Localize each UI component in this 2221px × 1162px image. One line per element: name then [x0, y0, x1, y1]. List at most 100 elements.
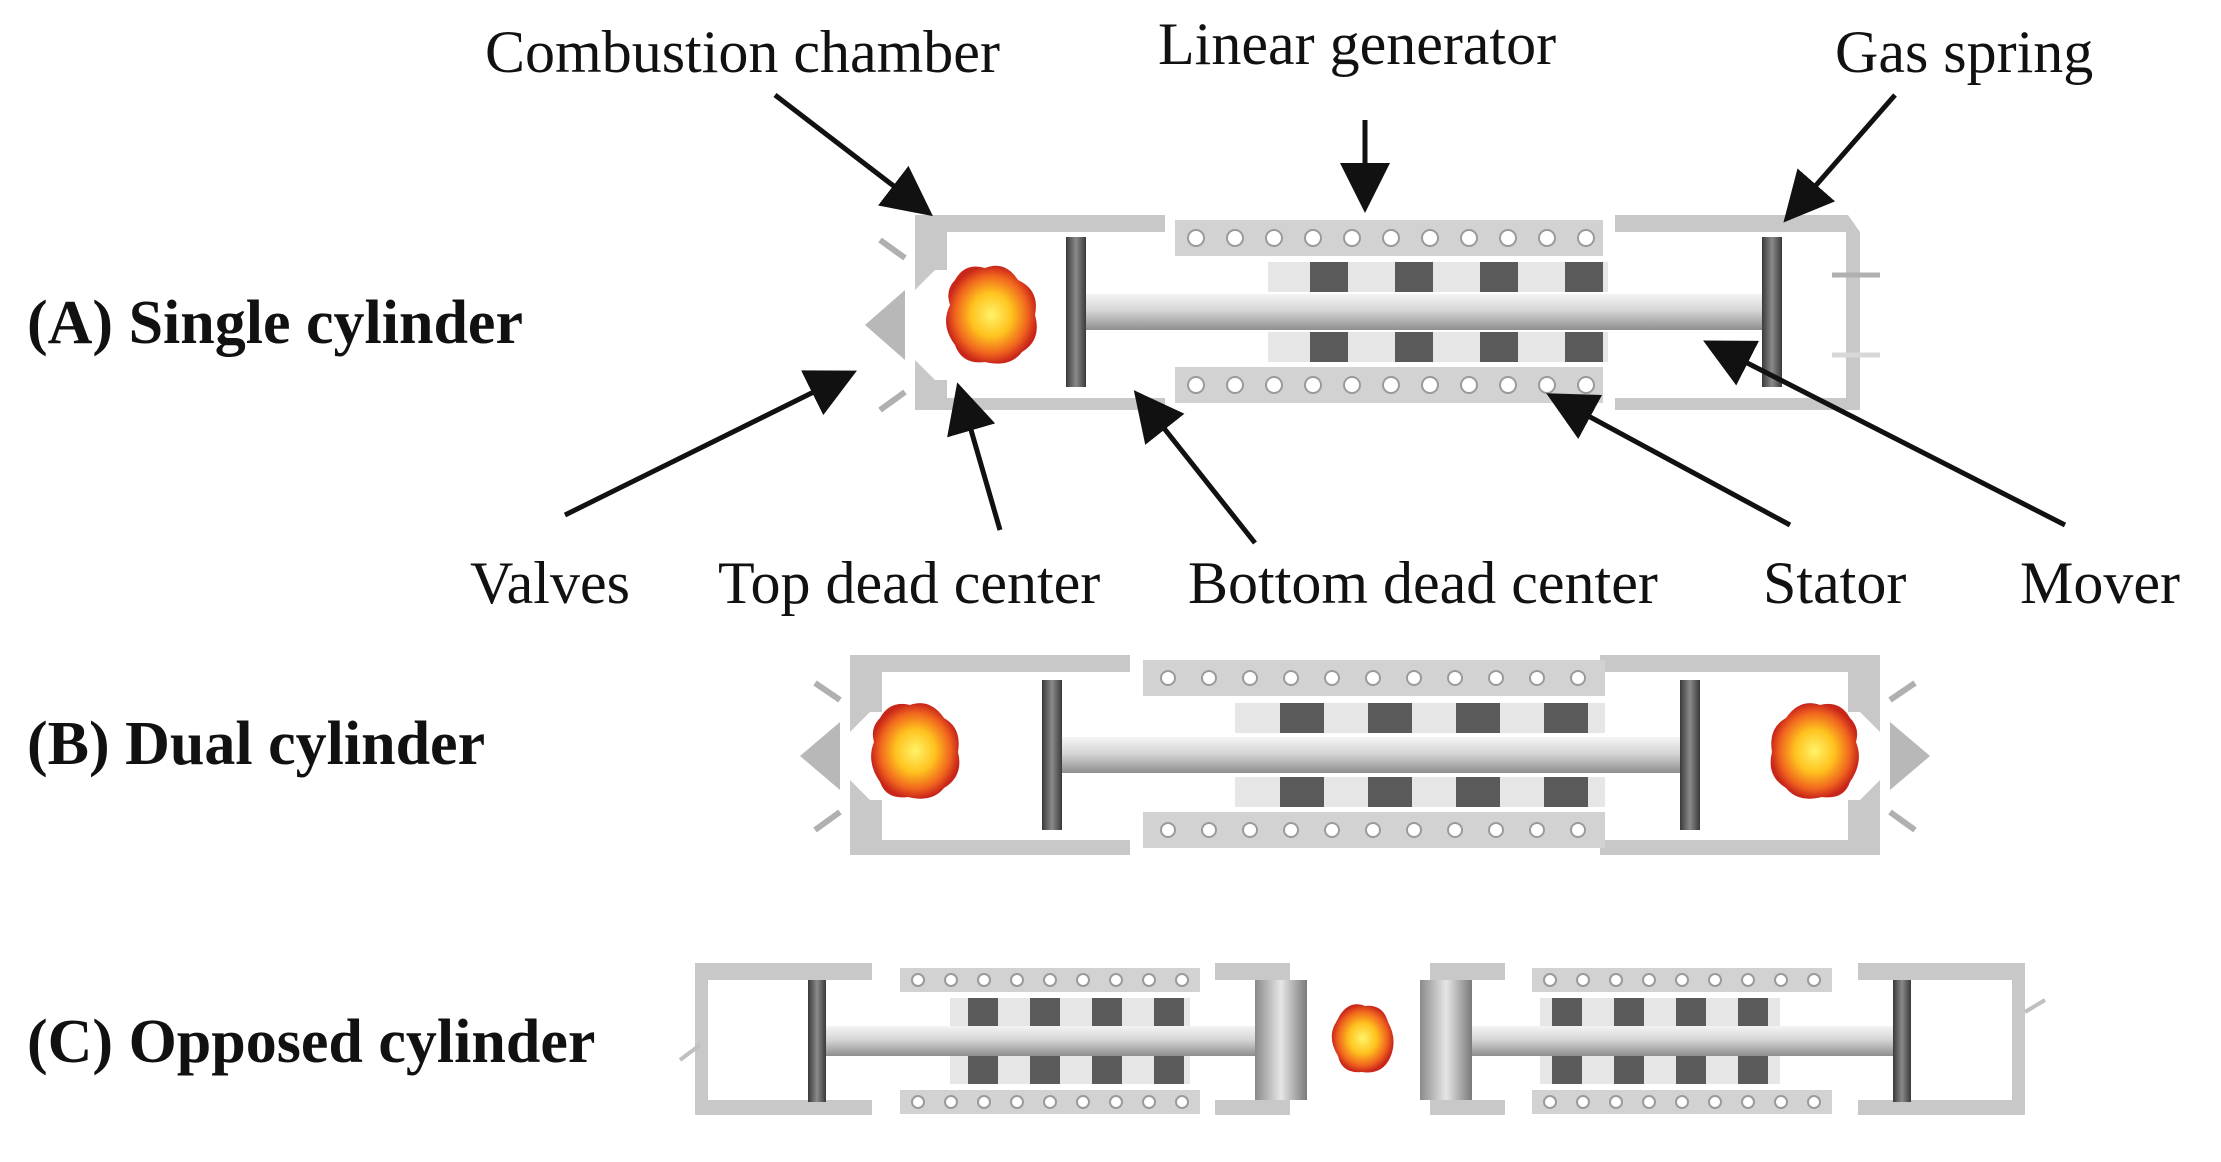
stator-winding [1774, 973, 1788, 987]
magnet-block [968, 1056, 998, 1084]
mover-rod [1086, 294, 1772, 330]
bottom-dead-center-label: Bottom dead center [1188, 550, 1658, 616]
magnet-block [1310, 332, 1348, 362]
stator-winding [1421, 229, 1439, 247]
stator-winding [1304, 376, 1322, 394]
top-dead-center-arrow [947, 382, 1003, 531]
stator-winding [1076, 1095, 1090, 1109]
combustion-chamber-arrow [773, 93, 933, 217]
stator-winding [1043, 973, 1057, 987]
combustion-chamber-housing [935, 215, 1165, 270]
opposed-cylinder-diagram [678, 963, 2047, 1115]
row-label-dual-cylinder: (B) Dual cylinder [27, 710, 485, 778]
magnet-block [1154, 1056, 1184, 1084]
stator-winding [1160, 670, 1176, 686]
callout-arrows [563, 93, 2067, 545]
combustion-chamber-label: Combustion chamber [485, 19, 1000, 85]
stator-winding [1043, 1095, 1057, 1109]
stator-label: Stator [1763, 550, 1906, 616]
stator-winding [1807, 973, 1821, 987]
stator-winding [1160, 822, 1176, 838]
magnet-block [1310, 262, 1348, 292]
top-dead-center-label: Top dead center [718, 550, 1100, 616]
stator-winding [1076, 973, 1090, 987]
stator-winding [1343, 376, 1361, 394]
mover-magnets [1310, 262, 1603, 362]
stator-winding [1343, 229, 1361, 247]
valves-label: Valves [470, 550, 630, 616]
stator-winding [1529, 670, 1545, 686]
stator-winding [1499, 376, 1517, 394]
stator-winding [1421, 376, 1439, 394]
stator-winding [1265, 376, 1283, 394]
piston [1066, 237, 1086, 387]
stator-winding [1741, 1095, 1755, 1109]
stator-winding [1488, 670, 1504, 686]
stator-winding [1406, 670, 1422, 686]
magnet-block [1092, 1056, 1122, 1084]
row-label-single-cylinder: (A) Single cylinder [27, 289, 523, 357]
stator-winding [1109, 1095, 1123, 1109]
magnet-block [1738, 1056, 1768, 1084]
stator-winding [1570, 670, 1586, 686]
stator-winding [1774, 1095, 1788, 1109]
gas-spring-arrow [1783, 93, 1897, 223]
gas-spring-label: Gas spring [1835, 19, 2093, 85]
stator-winding [1642, 973, 1656, 987]
magnet-block [1544, 777, 1588, 807]
single-cylinder-diagram [865, 215, 1880, 413]
stator-winding [1304, 229, 1322, 247]
stator-winding [1406, 822, 1422, 838]
stator-winding [1201, 822, 1217, 838]
stator-winding [1576, 973, 1590, 987]
stator-winding [1109, 973, 1123, 987]
valves [865, 237, 907, 413]
stator-winding [1365, 670, 1381, 686]
stator-winding [1187, 376, 1205, 394]
magnet-block [1368, 777, 1412, 807]
stator-winding [944, 1095, 958, 1109]
stator-winding [1382, 229, 1400, 247]
stator-winding [1324, 822, 1340, 838]
magnet-block [1614, 998, 1644, 1026]
stator-winding [1543, 1095, 1557, 1109]
stator-winding [1175, 973, 1189, 987]
mover-magnets [1280, 703, 1588, 807]
magnet-block [1552, 1056, 1582, 1084]
stator-winding [1488, 822, 1504, 838]
stator-winding [1175, 1095, 1189, 1109]
stator-winding [1265, 229, 1283, 247]
magnet-block [1395, 262, 1433, 292]
stator-winding [1675, 973, 1689, 987]
stator-winding [1807, 1095, 1821, 1109]
stator-winding [1460, 376, 1478, 394]
stator-winding [1382, 376, 1400, 394]
gas-spring-housing [1615, 215, 1880, 410]
stator-winding [1242, 670, 1258, 686]
stator-winding [1447, 822, 1463, 838]
magnet-block [1614, 1056, 1644, 1084]
mover-arrow [1703, 340, 2067, 528]
magnet-block [1480, 332, 1518, 362]
magnet-block [1565, 262, 1603, 292]
stator-winding [1242, 822, 1258, 838]
stator-winding [1577, 229, 1595, 247]
stator-winding [1576, 1095, 1590, 1109]
stator-winding [1187, 229, 1205, 247]
stator-top [1175, 220, 1603, 256]
magnet-block [1030, 998, 1060, 1026]
stator-winding [1529, 822, 1545, 838]
stator-winding [1543, 973, 1557, 987]
stator-winding [1010, 1095, 1024, 1109]
stator-arrow [1546, 393, 1792, 528]
bottom-dead-center-arrow [1133, 390, 1257, 545]
mover-magnets [968, 998, 1768, 1084]
magnet-block [1154, 998, 1184, 1026]
stator-winding [1577, 376, 1595, 394]
magnet-block [1456, 703, 1500, 733]
stator-winding [1283, 670, 1299, 686]
stator-winding [1010, 973, 1024, 987]
magnet-block [1092, 998, 1122, 1026]
stator-winding [911, 973, 925, 987]
stator-winding [1538, 229, 1556, 247]
